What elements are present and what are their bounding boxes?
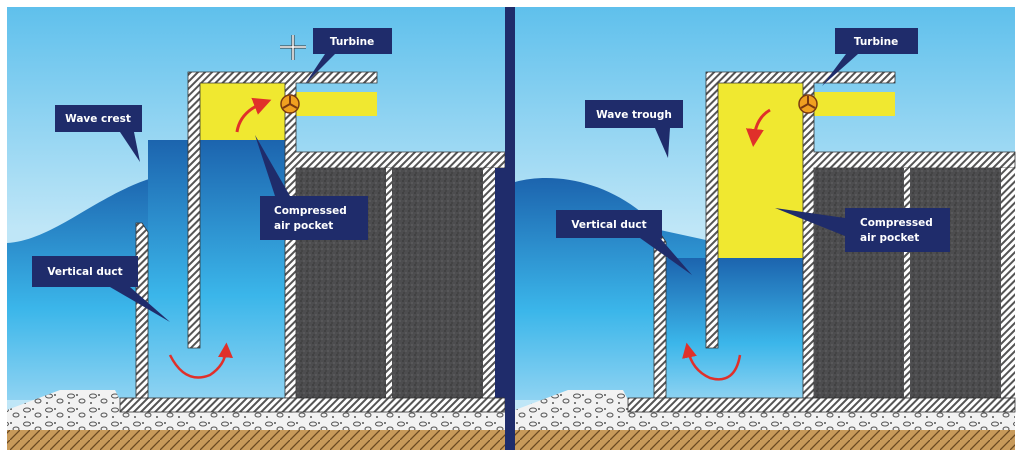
wave-crest-panel: Turbine Wave crest Compressed air pocket… xyxy=(7,7,506,450)
water-flow-arrow xyxy=(168,342,233,379)
duct-label: Vertical duct xyxy=(47,266,122,278)
wave-trough-panel: Turbine Wave trough Compressed air pocke… xyxy=(515,7,1016,450)
air-pocket xyxy=(718,83,803,258)
floor xyxy=(627,397,1016,413)
front-lip xyxy=(135,222,149,401)
turbine-icon xyxy=(798,94,818,114)
cursor-crosshair-icon xyxy=(280,35,306,60)
ballast-block xyxy=(392,168,483,398)
air-label-line2: air pocket xyxy=(860,232,919,244)
duct-water xyxy=(148,140,288,400)
front-lip xyxy=(653,232,667,401)
wave-label: Wave trough xyxy=(596,109,672,121)
wave-callout: Wave crest xyxy=(55,105,142,162)
air-callout: Compressed air pocket xyxy=(255,135,368,240)
duct-callout: Vertical duct xyxy=(32,256,170,322)
water-flow-arrow xyxy=(682,342,742,381)
turbine-outlet xyxy=(296,92,377,116)
wave-callout: Wave trough xyxy=(585,100,683,158)
seabed xyxy=(515,430,1015,450)
duct-callout: Vertical duct xyxy=(556,210,692,275)
turbine-callout: Turbine xyxy=(822,28,918,86)
edge xyxy=(495,168,505,398)
panel-divider xyxy=(505,7,515,450)
ballast-block xyxy=(910,168,1001,398)
wave-label: Wave crest xyxy=(65,113,131,125)
turbine-icon xyxy=(280,94,300,114)
air-label-line1: Compressed xyxy=(274,205,347,217)
wall xyxy=(483,168,495,398)
wall xyxy=(386,168,392,398)
turbine-label: Turbine xyxy=(854,36,898,48)
duct-water xyxy=(666,258,806,400)
air-callout: Compressed air pocket xyxy=(775,208,950,252)
air-flow-arrow xyxy=(745,108,771,147)
turbine-callout: Turbine xyxy=(305,28,392,84)
wall xyxy=(904,168,910,398)
air-label-line1: Compressed xyxy=(860,217,933,229)
duct-label: Vertical duct xyxy=(571,219,646,231)
wall xyxy=(1001,168,1015,398)
turbine-outlet xyxy=(814,92,895,116)
air-flow-arrow xyxy=(235,97,272,133)
air-label-line2: air pocket xyxy=(274,220,333,232)
air-pocket xyxy=(200,83,285,140)
turbine-label: Turbine xyxy=(330,36,374,48)
seabed xyxy=(7,430,505,450)
floor xyxy=(119,397,506,413)
ballast-block xyxy=(814,168,904,398)
